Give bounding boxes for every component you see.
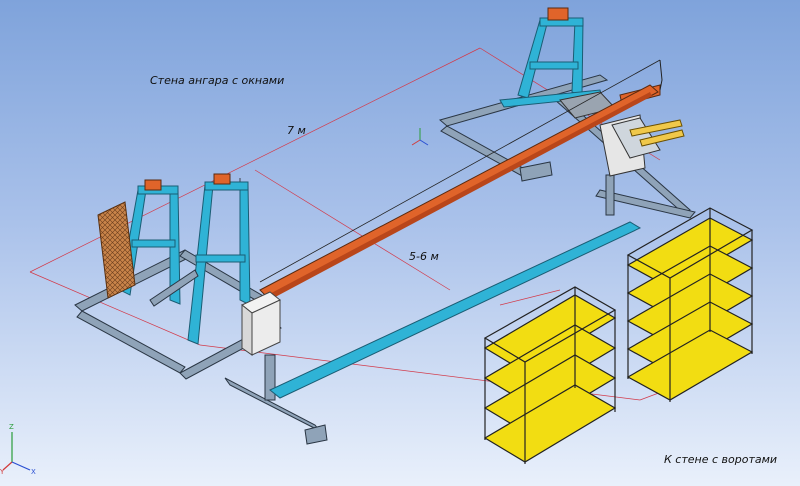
near-base-beam-2 bbox=[76, 310, 186, 374]
right-base-beam-2 bbox=[304, 424, 328, 445]
floor-beam bbox=[269, 221, 642, 399]
mesh-panel bbox=[97, 201, 136, 299]
hangar-wall-label: Стена ангара с окнами bbox=[150, 74, 285, 87]
control-box bbox=[241, 291, 281, 356]
axis-triad bbox=[2, 432, 31, 471]
front-a-frame bbox=[149, 173, 251, 345]
dimension-line-left bbox=[29, 271, 201, 346]
triad-x-label: X bbox=[31, 468, 36, 476]
far-post bbox=[605, 174, 615, 216]
triad-y-label: Y bbox=[0, 468, 5, 476]
cable-line bbox=[259, 59, 661, 283]
dimension-line-mid bbox=[254, 169, 451, 291]
far-a-frame bbox=[499, 7, 603, 108]
far-base-beam-2 bbox=[440, 125, 531, 178]
gate-wall-label: К стене с воротами bbox=[664, 453, 778, 466]
dimension-line-gate bbox=[499, 289, 561, 306]
triad-y-axis bbox=[2, 461, 13, 471]
span-length-label: 7 м bbox=[287, 124, 306, 137]
beam-distance-label: 5-6 м bbox=[409, 250, 439, 263]
shelf-unit-back bbox=[626, 207, 754, 402]
triad-z-label: Z bbox=[9, 423, 14, 431]
shelf-unit-front bbox=[483, 286, 617, 464]
far-base-foot bbox=[519, 161, 553, 182]
far-base-beam-4 bbox=[595, 189, 696, 219]
triad-x-axis bbox=[11, 461, 31, 471]
center-triad bbox=[411, 128, 429, 146]
